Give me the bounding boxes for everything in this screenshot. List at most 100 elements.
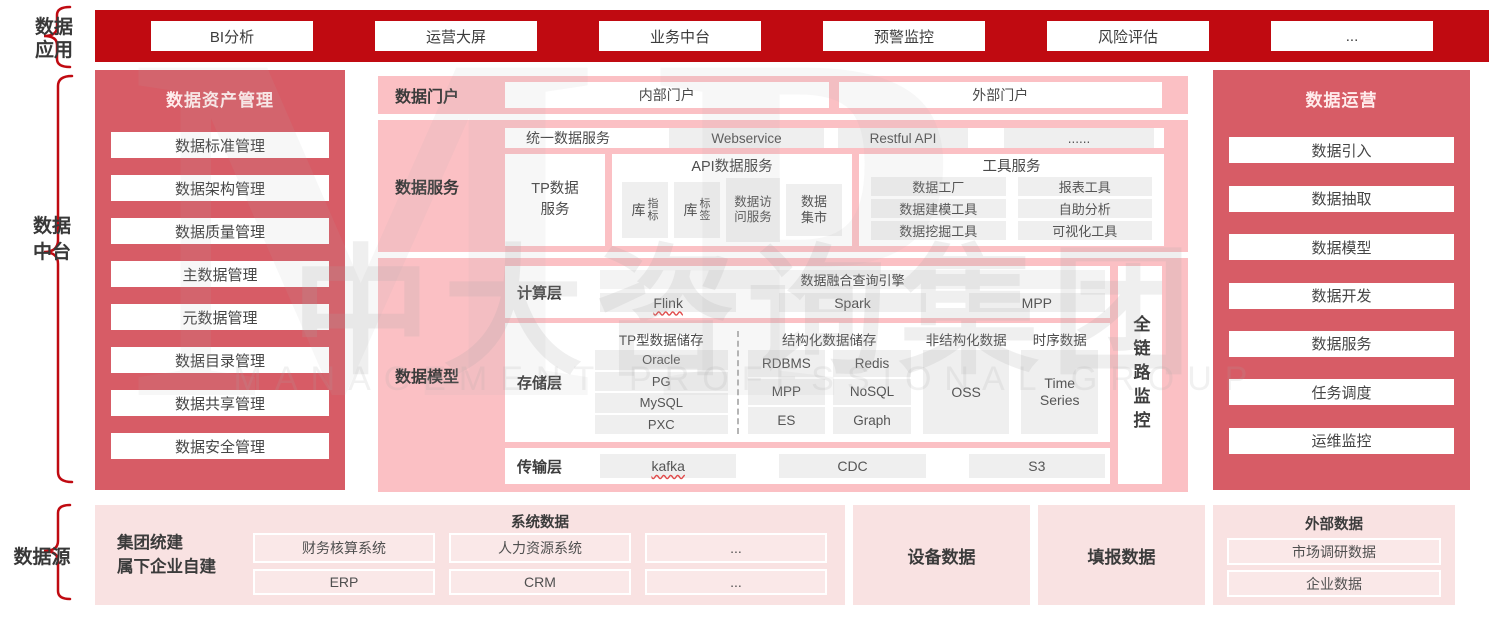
- tp-storage-column: TP型数据储存 Oracle PG MySQL PXC: [595, 329, 728, 434]
- column-header: TP型数据储存: [618, 333, 704, 348]
- service-detail-row: TP数据 服务 API数据服务 库 指 标: [505, 154, 1164, 246]
- service-more: ......: [1004, 128, 1154, 148]
- compute-mpp: MPP: [968, 293, 1105, 312]
- section-label-data-source: 数据源: [4, 542, 80, 569]
- tool-item: 自助分析: [1017, 199, 1152, 218]
- stack-char: 指: [647, 198, 659, 210]
- fusion-query-engine: 数据融合查询引擎: [600, 270, 1105, 289]
- model-content: 计算层 数据融合查询引擎 Flink Spark MPP 存储层 TP型数据储存: [505, 258, 1110, 492]
- transport-kafka: kafka: [600, 454, 737, 478]
- source-erp: ERP: [253, 569, 435, 595]
- panel-label: 数据服务: [395, 180, 460, 197]
- structured-storage-column: 结构化数据储存 RDBMS Redis MPP NoSQL ES Graph: [747, 329, 911, 434]
- compute-flink: Flink: [600, 293, 737, 312]
- asset-item-list: 数据标准管理 数据架构管理 数据质量管理 主数据管理 元数据管理 数据目录管理 …: [111, 115, 329, 476]
- app-item-bi-analysis: BI分析: [151, 21, 313, 51]
- tool-item: 报表工具: [1017, 177, 1152, 196]
- source-finance-system: 财务核算系统: [253, 533, 435, 563]
- ops-item: 数据抽取: [1229, 185, 1454, 212]
- storage-redis: Redis: [833, 350, 911, 377]
- tp-service-line: 服务: [540, 202, 570, 218]
- app-item-operation-screen: 运营大屏: [375, 21, 537, 51]
- transport-layer-content: kafka CDC S3: [585, 454, 1110, 478]
- library-char: 库: [631, 202, 646, 218]
- compute-spark: Spark: [779, 293, 926, 312]
- section-label-data-application: 数据 应用: [22, 16, 86, 62]
- tp-data-service-box: TP数据 服务: [505, 154, 605, 246]
- storage-es: ES: [747, 407, 826, 434]
- asset-item: 元数据管理: [111, 304, 329, 330]
- unified-data-service-row: 统一数据服务 Webservice Restful API ......: [505, 128, 1164, 148]
- unstructured-storage-column: 非结构化数据 OSS: [922, 329, 1010, 434]
- column-header: 结构化数据储存: [781, 333, 877, 348]
- stacked-chars: 标 签: [700, 198, 711, 222]
- dashed-divider: [736, 331, 739, 434]
- api-data-service-box: API数据服务 库 指 标 库 标: [612, 154, 852, 246]
- storage-mpp: MPP: [747, 378, 826, 406]
- section-label-line: 数据: [32, 216, 71, 237]
- api-service-title: API数据服务: [691, 159, 773, 175]
- indicator-library-box: 库 指 标: [622, 182, 668, 238]
- column-header: 非结构化数据: [925, 333, 1007, 348]
- section-label-line: 数据源: [13, 547, 71, 568]
- stack-char: 标: [699, 198, 711, 210]
- tool-item: 可视化工具: [1017, 221, 1152, 240]
- group-system-data-panel: 集团统建 属下企业自建 系统数据 财务核算系统 人力资源系统 ... ERP C…: [95, 505, 845, 605]
- timeseries-storage-column: 时序数据 Time Series: [1021, 329, 1098, 434]
- compute-engine-row: Flink Spark MPP: [600, 293, 1105, 312]
- group-build-title: 集团统建 属下企业自建: [95, 505, 253, 605]
- compute-layer-content: 数据融合查询引擎 Flink Spark MPP: [585, 266, 1110, 318]
- device-data-panel: 设备数据: [853, 505, 1030, 605]
- portal-external: 外部门户: [838, 82, 1162, 108]
- source-crm: CRM: [449, 569, 631, 595]
- data-operation-block: 数据运营 数据引入 数据抽取 数据模型 数据开发 数据服务 任务调度 运维监控: [1213, 70, 1470, 490]
- system-data-header: 系统数据: [511, 515, 569, 531]
- ops-item: 数据引入: [1229, 137, 1454, 164]
- panel-label: 数据模型: [395, 369, 460, 386]
- library-char: 库: [683, 202, 698, 218]
- system-data-grid: 财务核算系统 人力资源系统 ... ERP CRM ...: [253, 533, 827, 595]
- storage-layer-box: 存储层 TP型数据储存 Oracle PG MySQL PXC 结构化数据储存: [505, 323, 1110, 442]
- column-header: 时序数据: [1032, 333, 1087, 348]
- portal-box-list: 内部门户 外部门户: [505, 82, 1188, 108]
- stack-char: 签: [699, 210, 711, 222]
- report-data-panel: 填报数据: [1038, 505, 1205, 605]
- ops-item: 数据开发: [1229, 282, 1454, 309]
- storage-rdbms: RDBMS: [747, 350, 826, 377]
- source-hr-system: 人力资源系统: [449, 533, 631, 563]
- group-title-line: 属下企业自建: [117, 558, 216, 576]
- external-data-panel: 外部数据 市场调研数据 企业数据: [1213, 505, 1455, 605]
- source-enterprise-data: 企业数据: [1227, 570, 1441, 597]
- section-label-data-middle-platform: 数据 中台: [20, 214, 84, 266]
- full-link-monitoring-column: 全链路监控: [1118, 266, 1162, 484]
- tool-item: 数据挖掘工具: [871, 221, 1006, 240]
- section-label-line: 中台: [32, 242, 71, 263]
- asset-item: 数据共享管理: [111, 390, 329, 416]
- transport-s3: S3: [968, 454, 1105, 478]
- brace-data-middle: [43, 74, 74, 484]
- ops-item: 任务调度: [1229, 379, 1454, 406]
- system-data-content: 系统数据 财务核算系统 人力资源系统 ... ERP CRM ...: [253, 505, 845, 605]
- api-service-items: 库 指 标 库 标 签: [618, 177, 846, 243]
- asset-item: 数据质量管理: [111, 218, 329, 244]
- data-asset-management-block: 数据资产管理 数据标准管理 数据架构管理 数据质量管理 主数据管理 元数据管理 …: [95, 70, 345, 490]
- data-model-panel: 数据模型 计算层 数据融合查询引擎 Flink Spark MPP 存储层 TP: [378, 258, 1188, 492]
- portal-internal: 内部门户: [505, 82, 829, 108]
- service-content: 统一数据服务 Webservice Restful API ...... TP数…: [505, 120, 1188, 252]
- app-item-business-platform: 业务中台: [599, 21, 761, 51]
- layer-label: 传输层: [517, 458, 563, 476]
- storage-nosql: NoSQL: [833, 378, 911, 406]
- compute-layer-box: 计算层 数据融合查询引擎 Flink Spark MPP: [505, 266, 1110, 318]
- storage-oracle: Oracle: [595, 350, 728, 370]
- layer-label: 存储层: [517, 375, 563, 392]
- tool-service-grid: 数据工厂 报表工具 数据建模工具 自助分析 数据挖掘工具 可视化工具: [871, 177, 1152, 240]
- source-market-research: 市场调研数据: [1227, 538, 1441, 565]
- unified-service-label: 统一数据服务: [526, 130, 610, 146]
- app-item-warning-monitor: 预警监控: [823, 21, 985, 51]
- layer-label: 计算层: [517, 284, 563, 302]
- data-service-panel: 数据服务 统一数据服务 Webservice Restful API .....…: [378, 120, 1188, 252]
- tp-service-line: TP数据: [531, 181, 579, 197]
- panel-label: 数据门户: [395, 89, 460, 106]
- storage-graph: Graph: [833, 407, 911, 434]
